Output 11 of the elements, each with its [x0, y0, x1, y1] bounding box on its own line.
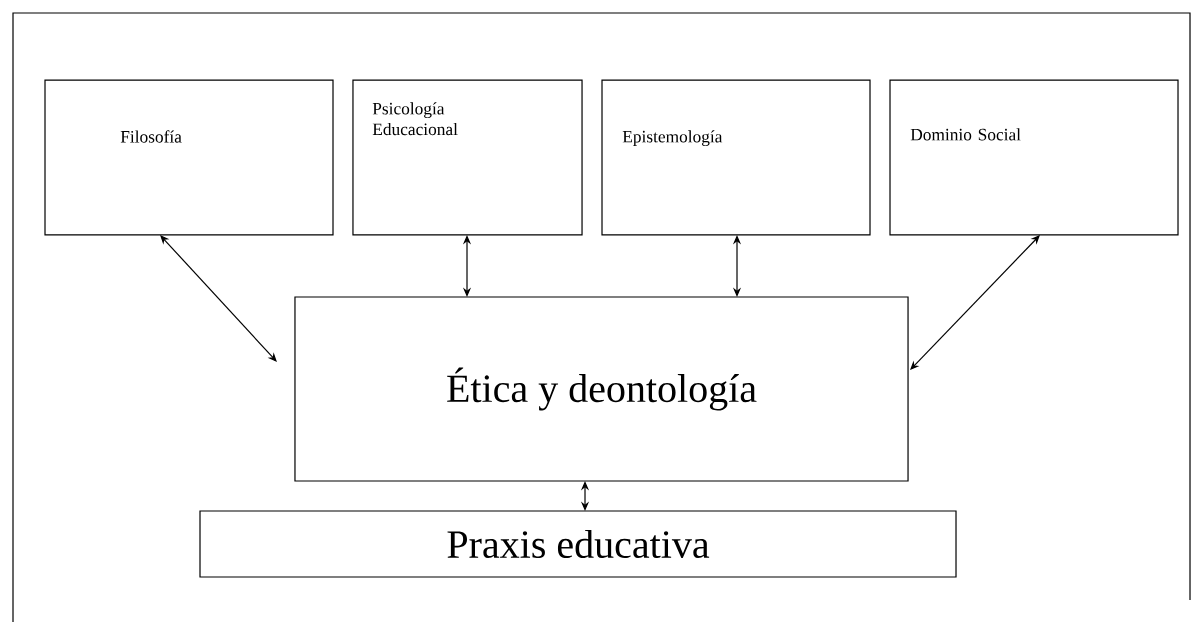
discipline-box: Psicología Educacional — [352, 79, 583, 236]
double-arrow — [732, 235, 742, 297]
double-arrow — [462, 235, 472, 297]
double-arrow — [160, 235, 277, 362]
concept-box: Praxis educativa — [199, 510, 957, 578]
discipline-box: Epistemología — [601, 79, 871, 236]
concept-box: Ética y deontología — [294, 296, 909, 482]
discipline-box: Filosofía — [44, 79, 334, 236]
double-arrow — [910, 235, 1040, 370]
double-arrow — [580, 481, 590, 511]
discipline-box: Dominio Social — [889, 79, 1179, 236]
